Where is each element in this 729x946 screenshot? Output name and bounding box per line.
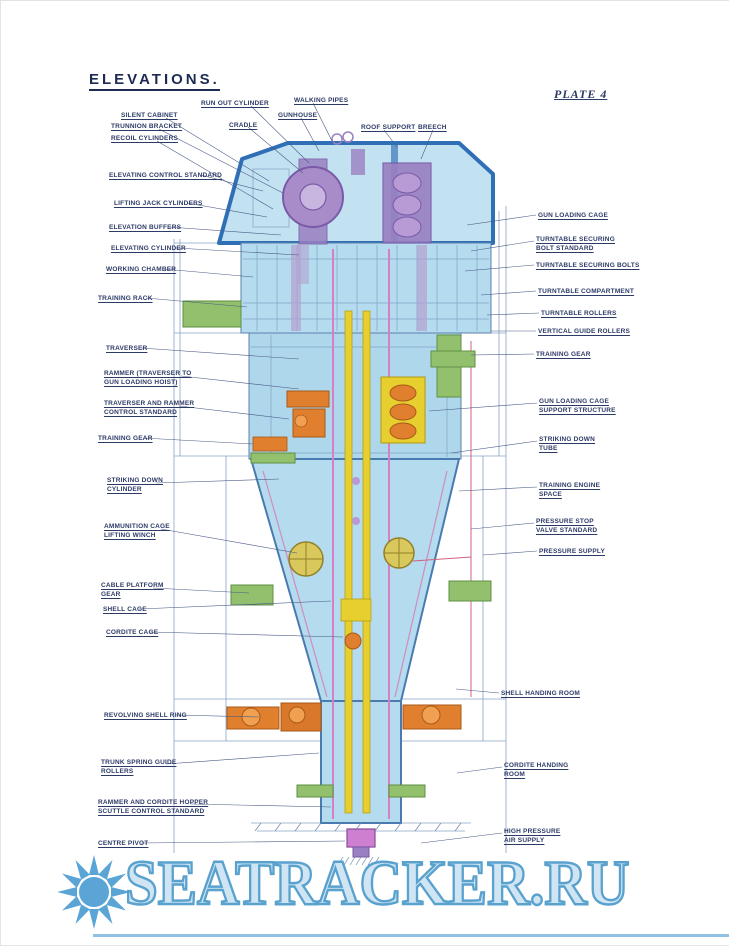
callout-cradle: CRADLE [229,122,258,129]
callout-turntable-securing-bolts: TURNTABLE SECURING BOLTS [536,262,640,269]
callout-training-engine-space: TRAINING ENGINE SPACE [539,482,601,499]
callout-breech: BREECH [418,124,447,131]
callout-turntable-rollers: TURNTABLE ROLLERS [541,310,617,317]
callout-revolving-shell-ring: REVOLVING SHELL RING [104,712,187,719]
callout-ammunition-cage-lifting-winch: AMMUNITION CAGE LIFTING WINCH [104,523,170,540]
callout-cordite-handing-room: CORDITE HANDING ROOM [504,762,569,779]
walking-pipe-coil [331,133,343,145]
callout-centre-pivot: CENTRE PIVOT [98,840,149,847]
ground-hatching [254,822,462,866]
callout-elevation-buffers: ELEVATION BUFFERS [109,224,182,231]
callout-gunhouse: GUNHOUSE [278,112,318,119]
callout-traverser-and-rammer-control-standard: TRAVERSER AND RAMMER CONTROL STANDARD [104,400,195,417]
funnel-body [249,458,461,702]
callout-cable-platform-gear: CABLE PLATFORM GEAR [101,582,164,599]
callout-pressure-stop-valve-standard: PRESSURE STOP VALVE STANDARD [536,518,598,535]
callout-striking-down-cylinder: STRIKING DOWN CYLINDER [107,477,164,494]
callout-roof-support: ROOF SUPPORT [361,124,416,131]
callout-elevating-cylinder: ELEVATING CYLINDER [111,245,186,252]
callout-gun-loading-cage-support-structure: GUN LOADING CAGE SUPPORT STRUCTURE [539,398,616,415]
sun-logo-icon [57,855,131,929]
page-title: ELEVATIONS. [89,71,220,91]
callout-lifting-jack-cylinders: LIFTING JACK CYLINDERS [114,200,203,207]
revolving-shell-ring-parts [226,702,462,732]
plate-number: PLATE 4 [554,87,608,101]
callout-shell-handing-room: SHELL HANDING ROOM [501,690,580,697]
callout-turntable-compartment: TURNTABLE COMPARTMENT [538,288,635,295]
trunk-tubes [332,249,472,819]
watermark: SEATRACKER.RU [124,847,631,918]
callout-working-chamber: WORKING CHAMBER [106,266,177,273]
callout-walking-pipes: WALKING PIPES [294,97,349,104]
green-machinery [182,300,492,798]
cage-winch-flywheels [288,537,415,577]
traverser-mechanism [252,390,330,452]
turntable-body [248,332,462,460]
callout-trunk-spring-guide-rollers: TRUNK SPRING GUIDE ROLLERS [101,759,177,776]
callout-traverser: TRAVERSER [106,345,148,352]
callout-trunnion-bracket: TRUNNION BRACKET [111,123,183,130]
leader-lines [138,102,540,844]
callout-training-gear-left: TRAINING GEAR [98,435,153,442]
callout-high-pressure-air-supply: HIGH PRESSURE AIR SUPPLY [504,828,561,845]
callout-rammer-and-cordite-hopper-scuttle-control-standard: RAMMER AND CORDITE HOPPER SCUTTLE CONTRO… [98,799,209,816]
callout-cordite-cage: CORDITE CAGE [106,629,159,636]
callout-rammer-traverser-to-gun-loading-hoist: RAMMER (TRAVERSER TO GUN LOADING HOIST) [104,370,192,387]
callout-elevating-control-standard: ELEVATING CONTROL STANDARD [109,172,223,179]
callout-vertical-guide-rollers: VERTICAL GUIDE ROLLERS [538,328,631,335]
bottom-rule [93,934,729,937]
callout-training-rack: TRAINING RACK [98,295,153,302]
callout-recoil-cylinders: RECOIL CYLINDERS [111,135,179,142]
callout-shell-cage: SHELL CAGE [103,606,147,613]
callout-run-out-cylinder: RUN OUT CYLINDER [201,100,269,107]
gun-mount-parts [282,131,432,525]
callout-silent-cabinet: SILENT CABINET [121,112,178,119]
callout-gun-loading-cage: GUN LOADING CAGE [538,212,609,219]
lower-trunk-body [320,700,402,824]
callout-training-gear-right: TRAINING GEAR [536,351,591,358]
callout-striking-down-tube: STRIKING DOWN TUBE [539,436,596,453]
centre-pivot-parts [346,828,376,858]
callout-pressure-supply: PRESSURE SUPPLY [539,548,605,555]
hoist-rails-and-cages [340,310,426,814]
callout-turntable-securing-bolt-standard: TURNTABLE SECURING BOLT STANDARD [536,236,615,253]
